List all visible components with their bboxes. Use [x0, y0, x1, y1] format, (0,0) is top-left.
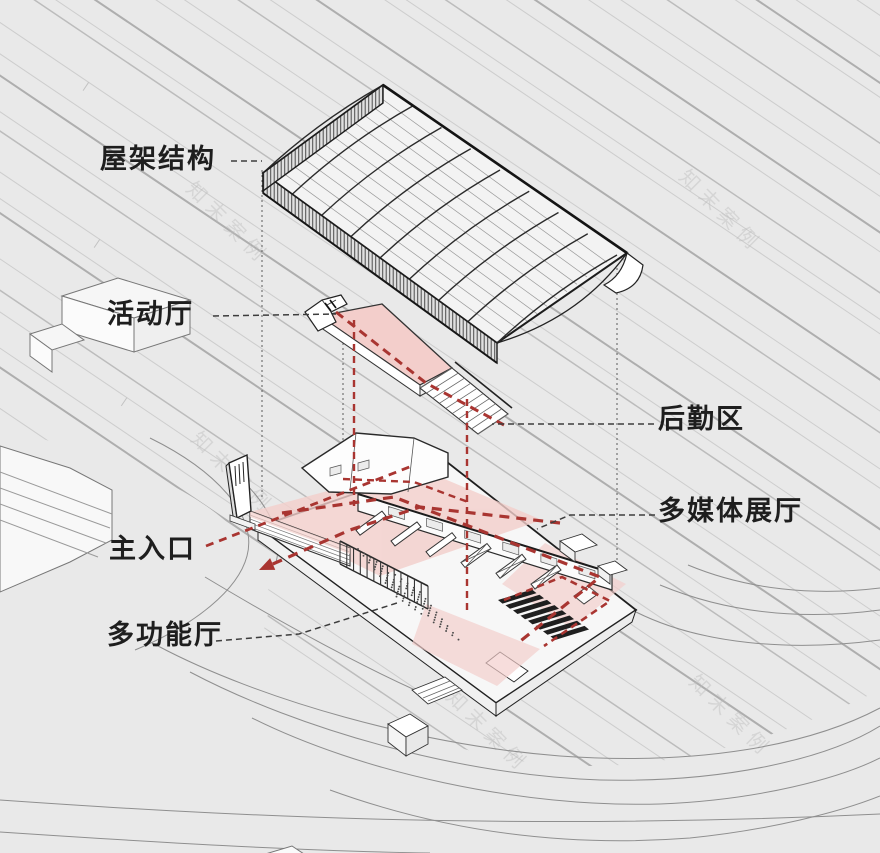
activity-hall-stair [419, 361, 513, 435]
site-stair-and-hut [387, 676, 463, 757]
label-multimedia-hall: 多媒体展厅 [658, 496, 803, 526]
site-ground [0, 430, 880, 853]
auditorium-seating [357, 548, 460, 641]
sign-tower [225, 453, 256, 531]
roof-truss-drawing [261, 83, 644, 365]
main-building-drawing [225, 432, 638, 757]
label-main-entrance: 主入口 [109, 534, 196, 564]
projection-lines [261, 170, 618, 573]
colonnade [339, 540, 429, 610]
label-activity-hall: 活动厅 [107, 299, 194, 329]
plaza-boxes [559, 533, 628, 605]
label-logistics-area: 后勤区 [658, 404, 745, 434]
entry-ramp [249, 510, 351, 567]
label-roof-structure: 屋架结构 [100, 144, 216, 174]
label-multifunction-hall: 多功能厅 [107, 620, 223, 650]
label-leader-lines [212, 160, 655, 642]
site-context [0, 277, 880, 853]
entrance-arrowhead [259, 558, 276, 570]
logistics-wing [300, 432, 449, 495]
amphitheatre-stairs [498, 589, 589, 640]
circulation-arrows [205, 310, 613, 648]
